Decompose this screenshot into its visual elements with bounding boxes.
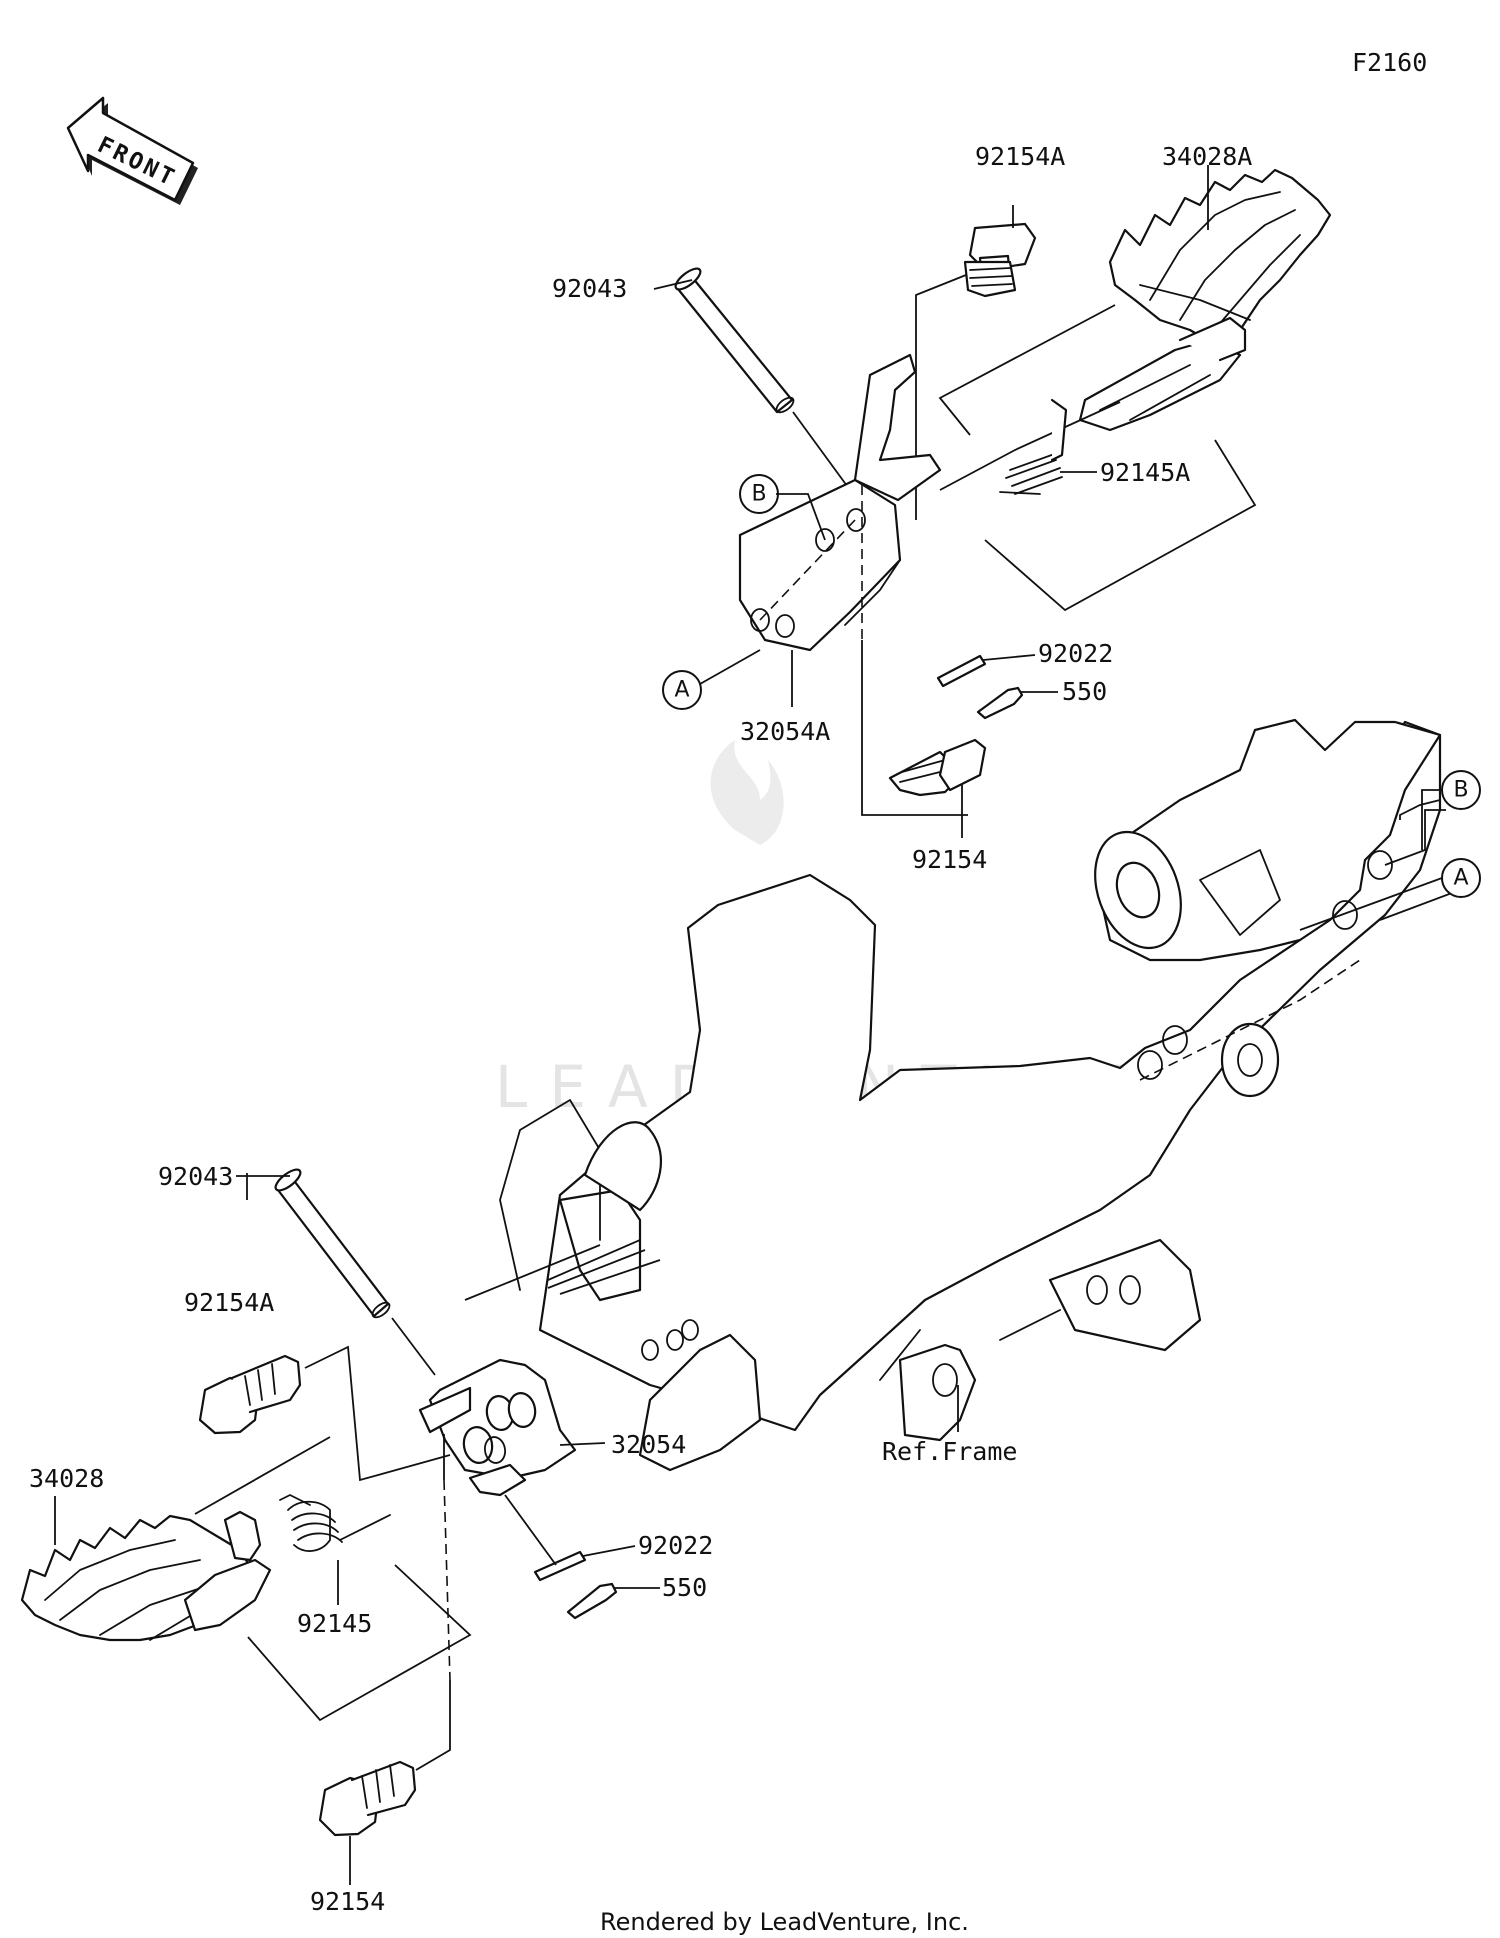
spring-lower bbox=[279, 1494, 391, 1552]
cotter-pin-lower bbox=[566, 1582, 618, 1620]
callout-b-frame-label: B bbox=[1453, 778, 1468, 803]
footpeg-upper bbox=[1078, 168, 1332, 432]
spring-upper bbox=[999, 398, 1068, 495]
washer-upper bbox=[936, 654, 987, 688]
front-arrow-icon: FRONT bbox=[66, 96, 198, 205]
label-spring-upper: 92145A bbox=[1100, 458, 1190, 487]
label-washer-upper: 92022 bbox=[1038, 639, 1113, 668]
label-bolt-a-upper: 92154A bbox=[975, 142, 1065, 171]
label-bracket-upper: 32054A bbox=[740, 717, 830, 746]
cotter-pin-upper bbox=[976, 686, 1024, 720]
footpeg-lower bbox=[20, 1510, 272, 1642]
callout-a-upper-label: A bbox=[674, 678, 689, 703]
callout-b-upper-label: B bbox=[751, 482, 766, 507]
bracket-upper bbox=[738, 353, 942, 652]
label-footpeg-upper: 34028A bbox=[1162, 142, 1252, 171]
diagram-code: F2160 bbox=[1352, 48, 1427, 77]
label-cotter-upper: 550 bbox=[1062, 677, 1107, 706]
footer-credit: Rendered by LeadVenture, Inc. bbox=[600, 1908, 969, 1936]
label-bracket-lower: 32054 bbox=[611, 1430, 686, 1459]
pin-lower bbox=[274, 1168, 391, 1319]
label-pin-lower: 92043 bbox=[158, 1162, 233, 1191]
callout-a-upper: A bbox=[662, 670, 702, 710]
bolt-upper bbox=[888, 738, 987, 797]
label-washer-lower: 92022 bbox=[638, 1531, 713, 1560]
callout-b-upper: B bbox=[739, 474, 779, 514]
callout-b-frame: B bbox=[1441, 770, 1481, 810]
label-pin-upper: 92043 bbox=[552, 274, 627, 303]
label-cotter-lower: 550 bbox=[662, 1573, 707, 1602]
bolt-a-upper bbox=[963, 222, 1037, 298]
label-bolt-upper: 92154 bbox=[912, 845, 987, 874]
bolt-a-lower bbox=[198, 1354, 302, 1435]
bracket-lower bbox=[418, 1358, 577, 1497]
washer-lower bbox=[533, 1550, 587, 1582]
label-bolt-a-lower: 92154A bbox=[184, 1288, 274, 1317]
bolt-lower bbox=[318, 1760, 417, 1837]
label-spring-lower: 92145 bbox=[297, 1609, 372, 1638]
watermark-flame-icon bbox=[710, 740, 784, 845]
callout-a-frame-label: A bbox=[1453, 866, 1468, 891]
callout-a-frame: A bbox=[1441, 858, 1481, 898]
pin-upper bbox=[674, 267, 795, 414]
label-ref-frame: Ref.Frame bbox=[882, 1437, 1017, 1466]
label-bolt-lower: 92154 bbox=[310, 1887, 385, 1916]
frame bbox=[499, 718, 1442, 1472]
label-footpeg-lower: 34028 bbox=[29, 1464, 104, 1493]
